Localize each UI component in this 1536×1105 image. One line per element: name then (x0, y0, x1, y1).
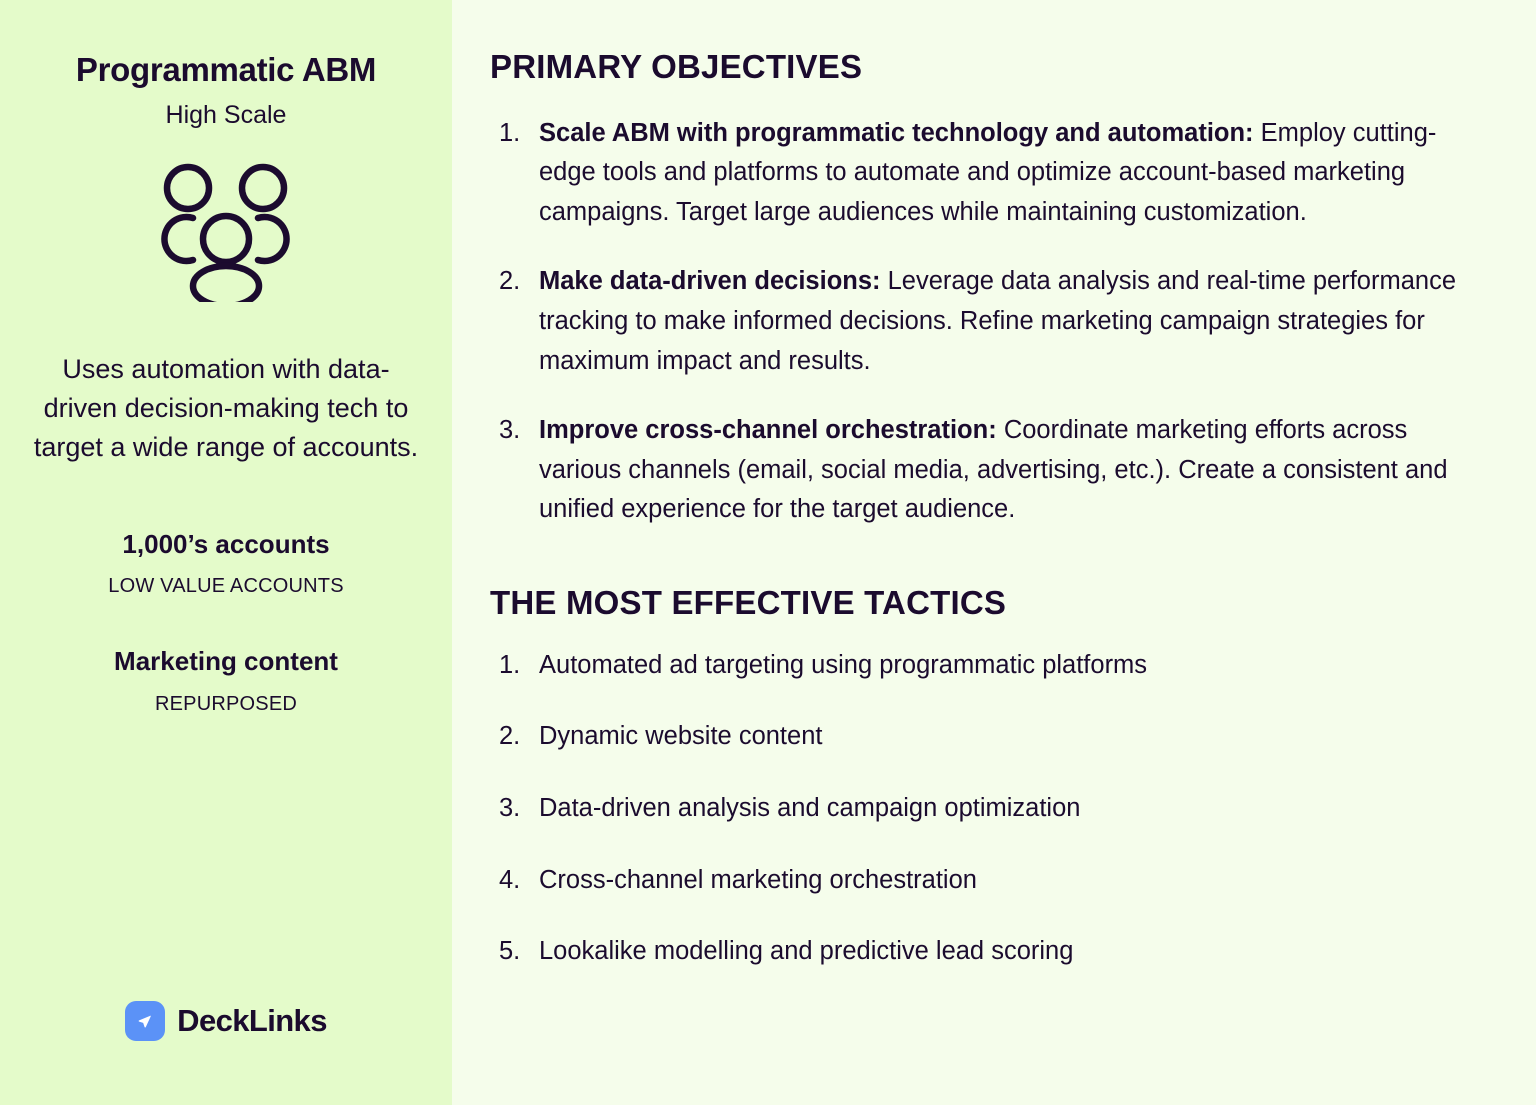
stat-content: Marketing content REPURPOSED (114, 646, 338, 715)
page-subtitle: High Scale (165, 101, 287, 130)
panel-description: Uses automation with data-driven decisio… (33, 353, 419, 463)
objective-body: Coordinate marketing efforts across vari… (539, 416, 1448, 524)
objective-item: 1. Scale ABM with programmatic technolog… (490, 114, 1476, 233)
stat-accounts-value: 1,000’s accounts (122, 529, 330, 560)
tactic-number: 4. (499, 865, 521, 894)
tactic-text: Data-driven analysis and campaign optimi… (539, 793, 1081, 822)
tactic-number: 3. (499, 793, 521, 822)
left-summary-panel: Programmatic ABM High Scale Uses automat… (0, 0, 452, 1105)
stat-content-value: Marketing content (114, 646, 338, 677)
tactic-number: 1. (499, 650, 521, 679)
page-title: Programmatic ABM (75, 51, 377, 88)
tactic-item: 2. Dynamic website content (490, 719, 1476, 755)
decklinks-logo[interactable]: DeckLinks (125, 1001, 327, 1041)
tactic-text: Dynamic website content (539, 722, 823, 751)
tactic-text: Cross-channel marketing orchestration (539, 865, 977, 894)
objective-item: 2. Make data-driven decisions: Leverage … (490, 262, 1476, 381)
tactic-item: 3. Data-driven analysis and campaign opt… (490, 791, 1476, 827)
tactic-item: 1. Automated ad targeting using programm… (490, 648, 1476, 684)
objective-lead: Improve cross-channel orchestration: (539, 416, 997, 445)
objective-number: 1. (499, 118, 521, 147)
objective-lead: Scale ABM with programmatic technology a… (539, 118, 1254, 147)
effective-tactics-list: 1. Automated ad targeting using programm… (490, 648, 1476, 970)
tactic-number: 2. (499, 722, 521, 751)
objective-number: 2. (499, 267, 521, 296)
stat-content-label: REPURPOSED (154, 692, 297, 715)
tactic-text: Lookalike modelling and predictive lead … (539, 937, 1074, 966)
objective-item: 3. Improve cross-channel orchestration: … (490, 411, 1476, 530)
objective-number: 3. (499, 416, 521, 445)
objective-body: Leverage data analysis and real-time per… (539, 267, 1457, 375)
decklinks-logo-text: DeckLinks (177, 1003, 327, 1038)
right-content-panel: PRIMARY OBJECTIVES 1. Scale ABM with pro… (452, 0, 1536, 1105)
stat-accounts-label: LOW VALUE ACCOUNTS (108, 575, 344, 598)
stat-accounts: 1,000’s accounts LOW VALUE ACCOUNTS (108, 529, 344, 598)
tactic-item: 4. Cross-channel marketing orchestration (490, 863, 1476, 899)
audience-group-icon (141, 162, 311, 310)
tactic-item: 5. Lookalike modelling and predictive le… (490, 934, 1476, 970)
tactic-number: 5. (499, 937, 521, 966)
objective-body: Employ cutting-edge tools and platforms … (539, 118, 1437, 226)
primary-objectives-list: 1. Scale ABM with programmatic technolog… (490, 114, 1476, 530)
tactic-text: Automated ad targeting using programmati… (539, 650, 1148, 679)
effective-tactics-heading: THE MOST EFFECTIVE TACTICS (490, 583, 1007, 621)
objective-lead: Make data-driven decisions: (539, 267, 881, 296)
primary-objectives-heading: PRIMARY OBJECTIVES (490, 48, 863, 85)
paper-plane-icon (125, 1001, 166, 1041)
